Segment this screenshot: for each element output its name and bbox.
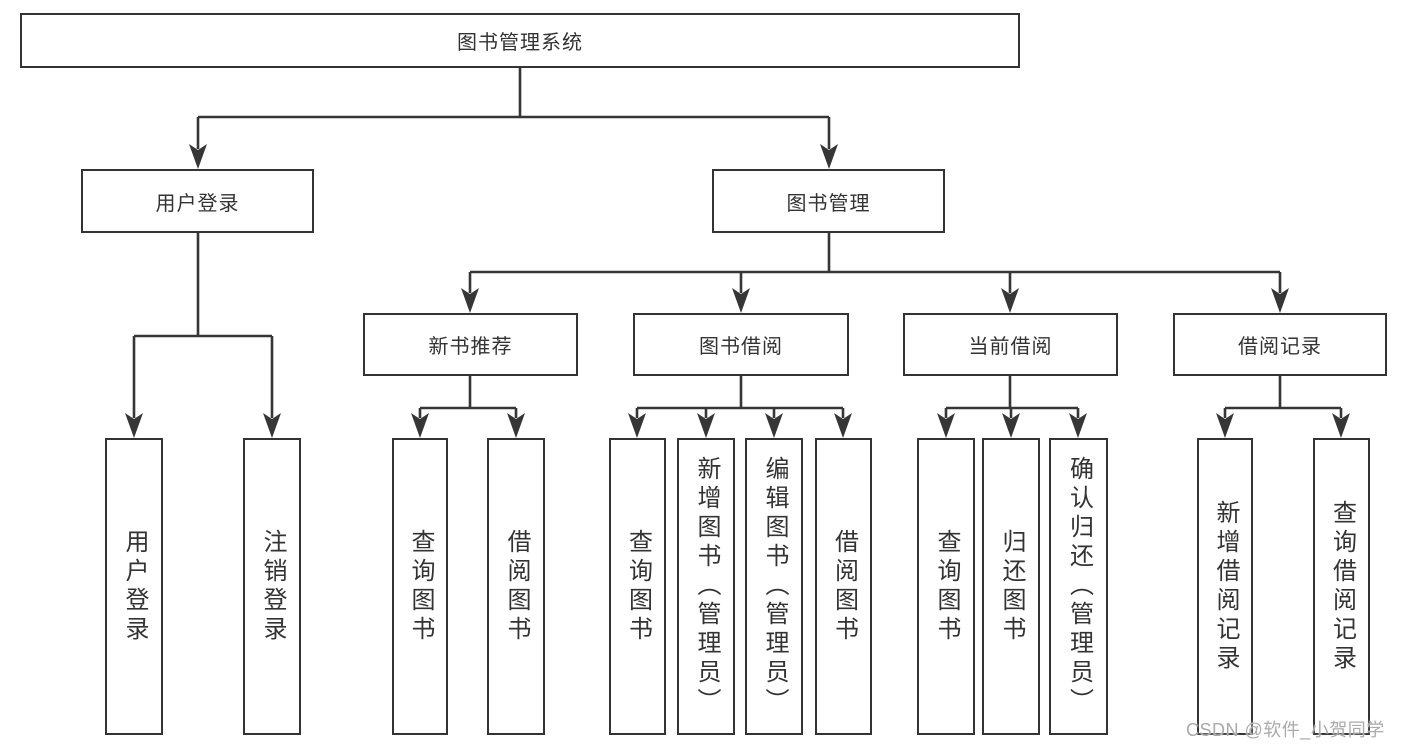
node-book-management: 图书管理 [712,169,945,233]
node-user-login: 用户登录 [81,169,314,233]
arrowhead-icon [125,413,143,438]
node-leaf-query-borrow-rec: 查询借阅记录 [1313,438,1370,735]
arrowhead-icon [1001,288,1019,313]
arrowhead-icon [411,413,429,438]
arrowhead-icon [1216,413,1234,438]
node-leaf-edit-book: 编辑图书（管理员） [745,438,803,735]
node-leaf-add-borrow-rec: 新增借阅记录 [1197,438,1253,735]
arrowhead-icon [834,413,852,438]
arrowhead-icon [1069,413,1087,438]
arrowhead-icon [1332,413,1350,438]
arrowhead-icon [507,413,525,438]
arrowhead-icon [820,144,838,169]
node-leaf-return-book: 归还图书 [982,438,1040,735]
arrowhead-icon [461,288,479,313]
node-borrow-records: 借阅记录 [1173,313,1387,376]
arrowhead-icon [732,288,750,313]
node-leaf-user-login: 用户登录 [105,438,163,735]
node-leaf-add-book: 新增图书（管理员） [677,438,735,735]
node-leaf-query-book-1: 查询图书 [392,438,448,735]
node-new-book-recommend: 新书推荐 [363,313,578,376]
watermark-text: CSDN @软件_小贺同学 [1186,720,1385,740]
arrowhead-icon [937,413,955,438]
arrowhead-icon [1271,288,1289,313]
node-root-system: 图书管理系统 [20,13,1020,68]
node-leaf-borrow-book-2: 借阅图书 [815,438,872,735]
node-leaf-borrow-book-1: 借阅图书 [487,438,545,735]
node-book-borrow: 图书借阅 [633,313,849,376]
arrowhead-icon [1002,413,1020,438]
arrowhead-icon [765,413,783,438]
node-leaf-logout: 注销登录 [243,438,301,735]
node-leaf-query-book-3: 查询图书 [917,438,975,735]
arrowhead-icon [263,413,281,438]
arrowhead-icon [697,413,715,438]
arrowhead-icon [189,144,207,169]
arrowhead-icon [628,413,646,438]
node-leaf-query-book-2: 查询图书 [609,438,666,735]
node-leaf-confirm-return: 确认归还（管理员） [1049,438,1108,735]
node-current-borrow: 当前借阅 [903,313,1118,376]
